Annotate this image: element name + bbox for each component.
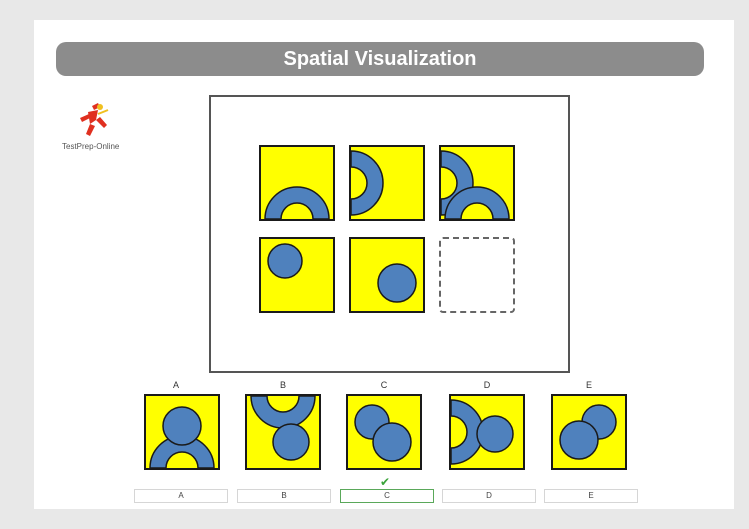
- puzzle-tile-2: [349, 145, 425, 221]
- puzzle-frame: [209, 95, 570, 373]
- option-d[interactable]: [449, 394, 525, 470]
- option-letter-d: D: [483, 380, 491, 390]
- test-page: Spatial Visualization TestPrep-Online: [34, 20, 734, 509]
- option-b[interactable]: [245, 394, 321, 470]
- puzzle-tile-1: [259, 145, 335, 221]
- page-title: Spatial Visualization: [56, 42, 704, 76]
- answer-button-b[interactable]: B: [237, 489, 331, 503]
- answer-button-d[interactable]: D: [442, 489, 536, 503]
- correct-check-icon: ✔: [380, 475, 391, 489]
- option-letter-c: C: [380, 380, 388, 390]
- answer-button-c[interactable]: C: [340, 489, 434, 503]
- option-c[interactable]: [346, 394, 422, 470]
- puzzle-tile-3: [439, 145, 515, 221]
- option-letter-e: E: [585, 380, 592, 390]
- option-letter-a: A: [172, 380, 179, 390]
- answer-button-a[interactable]: A: [134, 489, 228, 503]
- runner-icon: [80, 103, 109, 136]
- option-letter-b: B: [279, 380, 286, 390]
- answer-button-e[interactable]: E: [544, 489, 638, 503]
- testprep-logo: TestPrep-Online: [62, 102, 152, 172]
- puzzle-tile-5: [349, 237, 425, 313]
- option-a[interactable]: [144, 394, 220, 470]
- puzzle-tile-4: [259, 237, 335, 313]
- logo-text: TestPrep-Online: [62, 142, 120, 151]
- option-e[interactable]: [551, 394, 627, 470]
- missing-tile-placeholder: [439, 237, 515, 313]
